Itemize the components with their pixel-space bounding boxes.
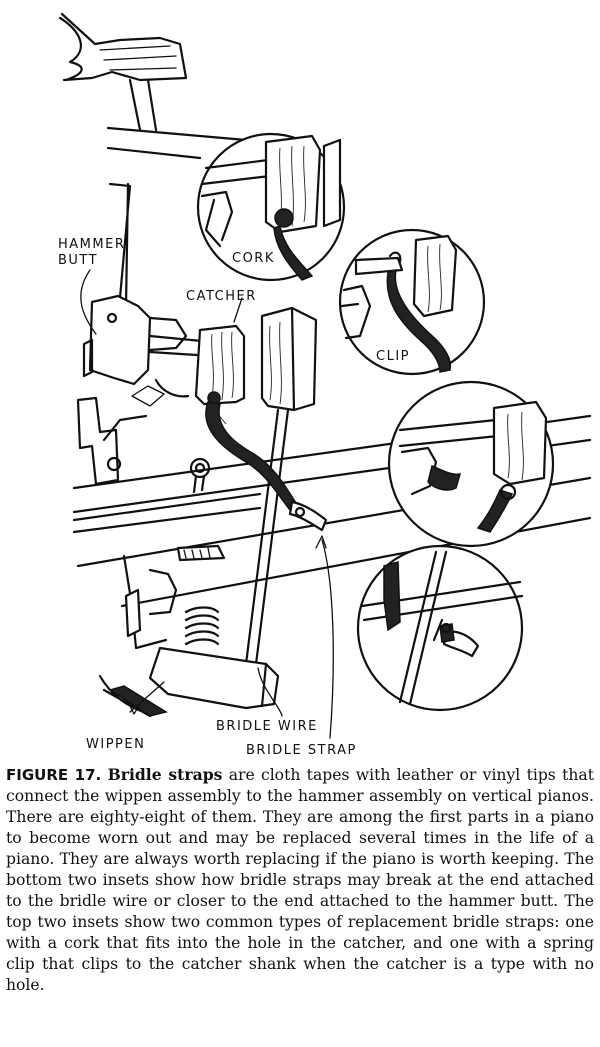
label-wippen: WIPPEN [86, 737, 145, 752]
upper-hammer [58, 12, 188, 132]
label-bridle-wire: BRIDLE WIRE [216, 719, 318, 734]
diagram-labels: HAMMER BUTT CATCHER CORK CLIP WIPPEN BRI… [58, 237, 410, 758]
label-clip: CLIP [376, 349, 410, 364]
main-bridle-strap [131, 378, 328, 532]
catcher [148, 324, 246, 406]
caption-figure-label: FIGURE 17. [6, 766, 102, 784]
label-bridle-strap: BRIDLE STRAP [246, 743, 357, 758]
label-cork: CORK [232, 251, 275, 266]
inset-break-wire-end [356, 544, 524, 712]
figure-caption: FIGURE 17. Bridle straps are cloth tapes… [6, 764, 594, 996]
label-catcher: CATCHER [186, 289, 257, 304]
label-hammer: HAMMER [58, 237, 125, 252]
wippen-spring [176, 544, 226, 646]
inset-clip [338, 228, 486, 376]
inset-break-hammer-end [387, 380, 555, 548]
caption-term: Bridle straps [107, 765, 223, 784]
inset-cork [196, 132, 346, 282]
label-butt: BUTT [58, 253, 98, 268]
hammer-butt [82, 294, 188, 386]
bridle-strap-illustration: HAMMER BUTT CATCHER CORK CLIP WIPPEN BRI… [58, 12, 592, 758]
wippen [98, 554, 280, 718]
main-action-drawing [58, 12, 592, 739]
caption-text: are cloth tapes with leather or vinyl ti… [6, 766, 594, 994]
hammer-head [244, 306, 318, 666]
